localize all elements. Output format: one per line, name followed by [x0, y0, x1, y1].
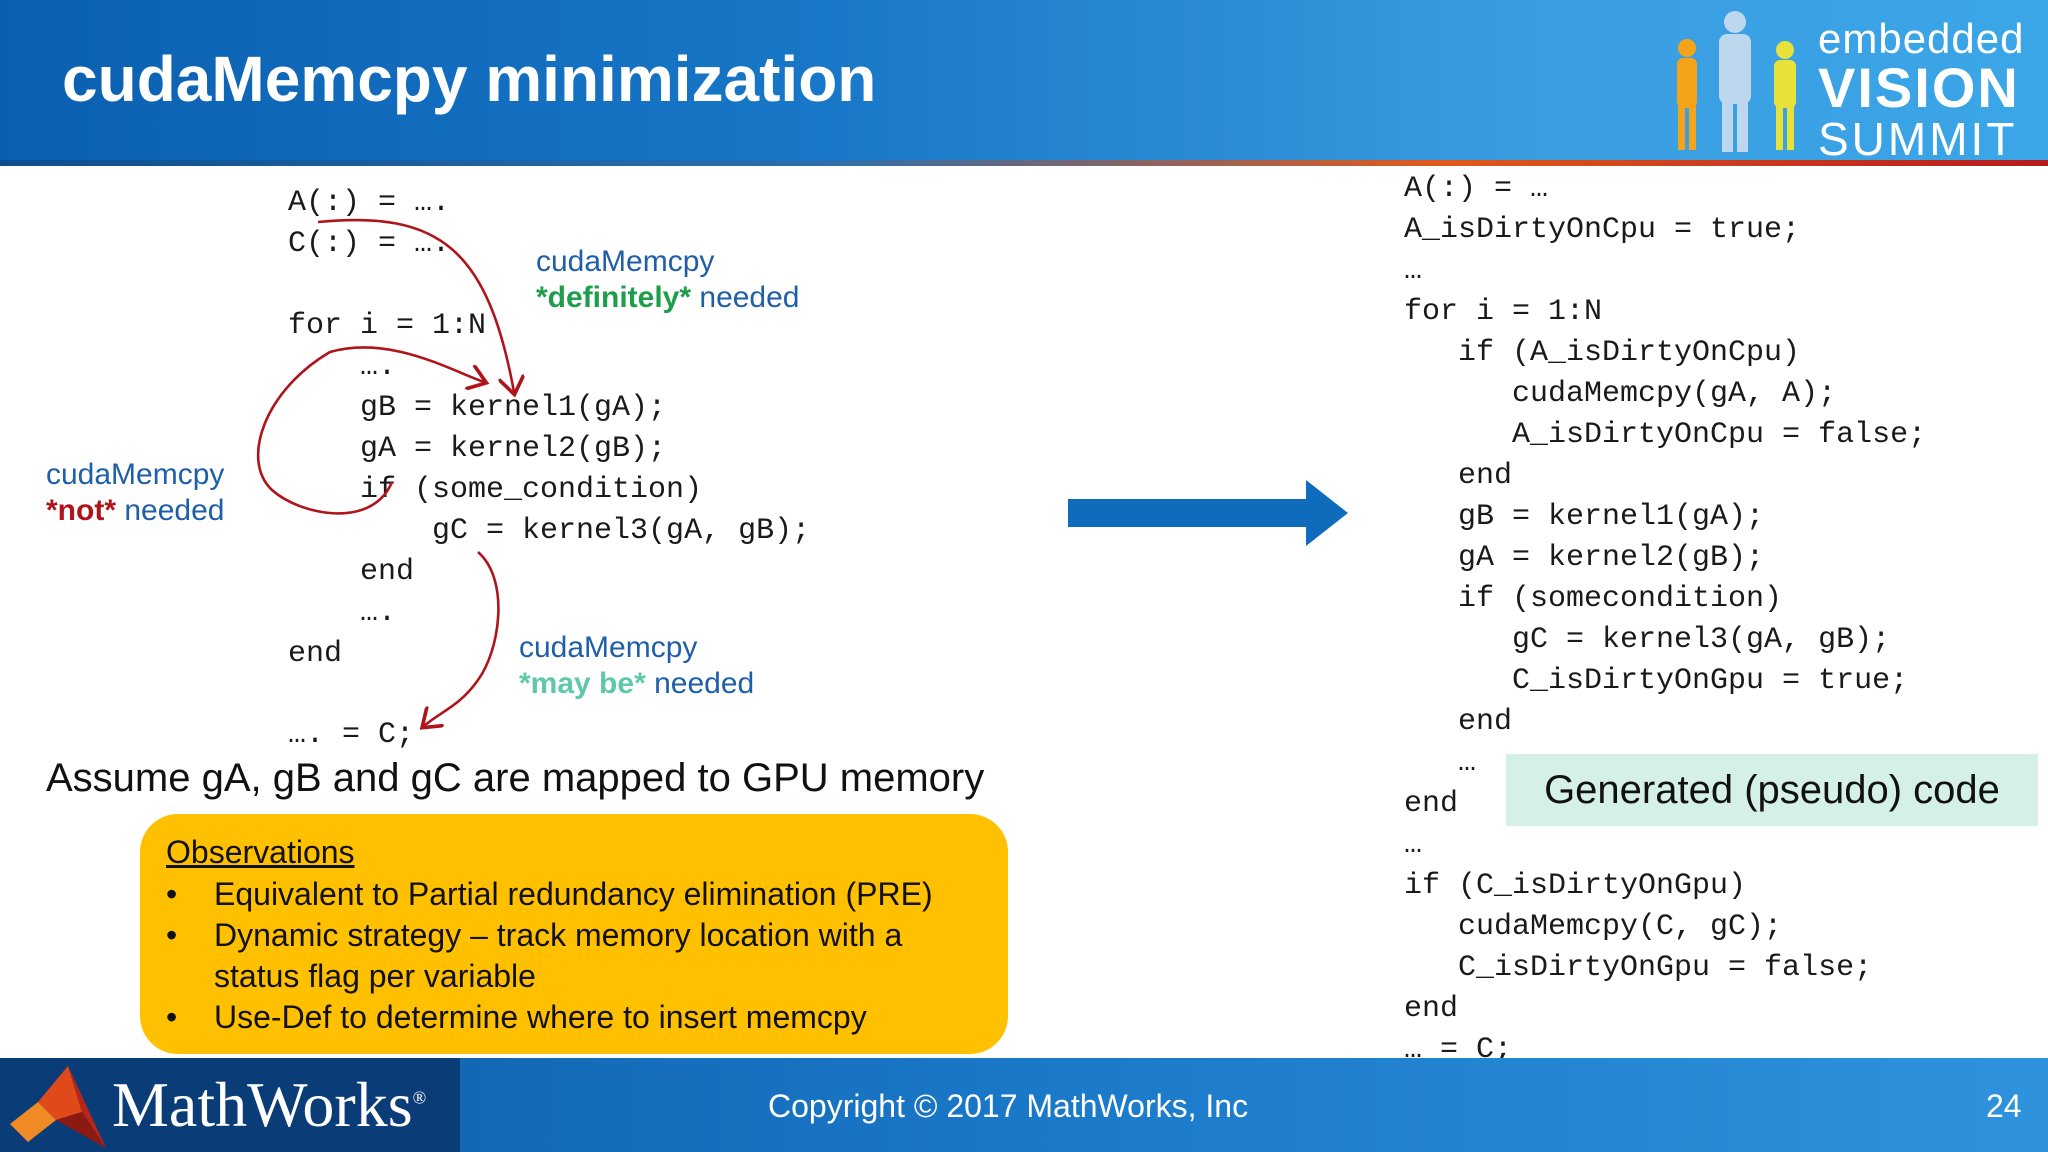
observation-item: Dynamic strategy – track memory location… [166, 915, 996, 997]
right-code-line-17: … [1404, 828, 1423, 862]
annotation-definitely-prefix: cudaMemcpy [536, 245, 715, 278]
people-silhouettes-icon [1677, 11, 1796, 152]
left-code-line-6: gA = kernel2(gB); [288, 432, 667, 466]
right-code-line-2: A_isDirtyOnCpu = true; [1404, 213, 1801, 247]
right-code-line-21: end [1404, 992, 1459, 1026]
right-code-line-20: C_isDirtyOnGpu = false; [1404, 951, 1873, 985]
left-code-line-3: for i = 1:N [288, 309, 487, 343]
observations-box: Observations Equivalent to Partial redun… [140, 814, 1008, 1054]
observation-item: Use-Def to determine where to insert mem… [166, 997, 996, 1038]
evs-vision-text: VISION [1818, 56, 2020, 119]
observation-item: Equivalent to Partial redundancy elimina… [166, 874, 996, 915]
mathworks-membrane-icon [10, 1066, 106, 1148]
right-code-line-6: cudaMemcpy(gA, A); [1404, 377, 1837, 411]
slide-title: cudaMemcpy minimization [62, 43, 877, 115]
annotation-not-prefix: cudaMemcpy [46, 458, 225, 491]
left-code-line-11: end [288, 637, 343, 671]
right-code-line-11: if (somecondition) [1404, 582, 1783, 616]
left-code-line-1: A(:) = …. [288, 186, 451, 220]
embedded-vision-summit-logo: embedded VISION SUMMIT [1818, 15, 2043, 165]
right-code-line-3: … [1404, 254, 1423, 288]
arrow-maybe [424, 551, 500, 726]
mathworks-wordmark: MathWorks [112, 1069, 413, 1140]
annotation-maybe-needed: cudaMemcpy *may be* needed [519, 630, 754, 702]
mathworks-registered-mark: ® [412, 1087, 427, 1108]
left-code-line-4: …. [288, 350, 397, 384]
right-code-line-7: A_isDirtyOnCpu = false; [1404, 418, 1927, 452]
left-code-line-10: …. [288, 596, 397, 630]
annotation-definitely-needed: cudaMemcpy *definitely* needed [536, 244, 800, 316]
header-stripe [0, 160, 2048, 166]
left-code-line-5: gB = kernel1(gA); [288, 391, 667, 425]
generated-code-label: Generated (pseudo) code [1506, 754, 2038, 826]
right-code-line-10: gA = kernel2(gB); [1404, 541, 1765, 575]
left-code-line-8: gC = kernel3(gA, gB); [288, 514, 811, 548]
left-code-line-9: end [288, 555, 415, 589]
assumption-text: Assume gA, gB and gC are mapped to GPU m… [46, 756, 985, 800]
evs-embedded-text: embedded [1818, 15, 2025, 62]
observations-title: Observations [166, 834, 355, 870]
annotation-definitely-emph: *definitely* [536, 281, 692, 314]
right-code-line-15: … [1404, 746, 1477, 780]
copyright-text: Copyright © 2017 MathWorks, Inc [768, 1088, 1249, 1124]
right-code-line-16: end [1404, 787, 1459, 821]
annotation-maybe-prefix: cudaMemcpy [519, 631, 698, 664]
right-code-line-9: gB = kernel1(gA); [1404, 500, 1765, 534]
right-code-line-19: cudaMemcpy(C, gC); [1404, 910, 1783, 944]
left-code-line-2: C(:) = …. [288, 227, 451, 261]
right-code-line-13: C_isDirtyOnGpu = true; [1404, 664, 1909, 698]
mathworks-logo: MathWorks® [0, 1058, 460, 1152]
slide-header: cudaMemcpy minimization embedded VISION … [0, 0, 2048, 165]
right-code-line-1: A(:) = … [1404, 172, 1549, 206]
right-code-line-5: if (A_isDirtyOnCpu) [1404, 336, 1801, 370]
page-number: 24 [1986, 1088, 2022, 1124]
annotation-maybe-emph: *may be* [519, 667, 646, 700]
observations-list: Equivalent to Partial redundancy elimina… [166, 874, 996, 1038]
annotation-maybe-suffix: needed [645, 667, 755, 700]
right-code-line-12: gC = kernel3(gA, gB); [1404, 623, 1891, 657]
transform-arrow-icon [1068, 480, 1348, 546]
left-code-line-7: if (some_condition) [288, 473, 703, 507]
left-code-line-12: …. = C; [288, 718, 415, 752]
right-code-line-18: if (C_isDirtyOnGpu) [1404, 869, 1747, 903]
right-code-line-8: end [1404, 459, 1513, 493]
evs-summit-text: SUMMIT [1818, 113, 2018, 165]
annotation-definitely-suffix: needed [691, 281, 800, 314]
annotation-not-suffix: needed [116, 494, 225, 527]
right-code-line-4: for i = 1:N [1404, 295, 1603, 329]
slide-footer: MathWorks® Copyright © 2017 MathWorks, I… [0, 1058, 2048, 1152]
annotation-not-emph: *not* [46, 494, 116, 527]
annotation-not-needed: cudaMemcpy *not* needed [46, 457, 224, 529]
right-code-line-14: end [1404, 705, 1513, 739]
